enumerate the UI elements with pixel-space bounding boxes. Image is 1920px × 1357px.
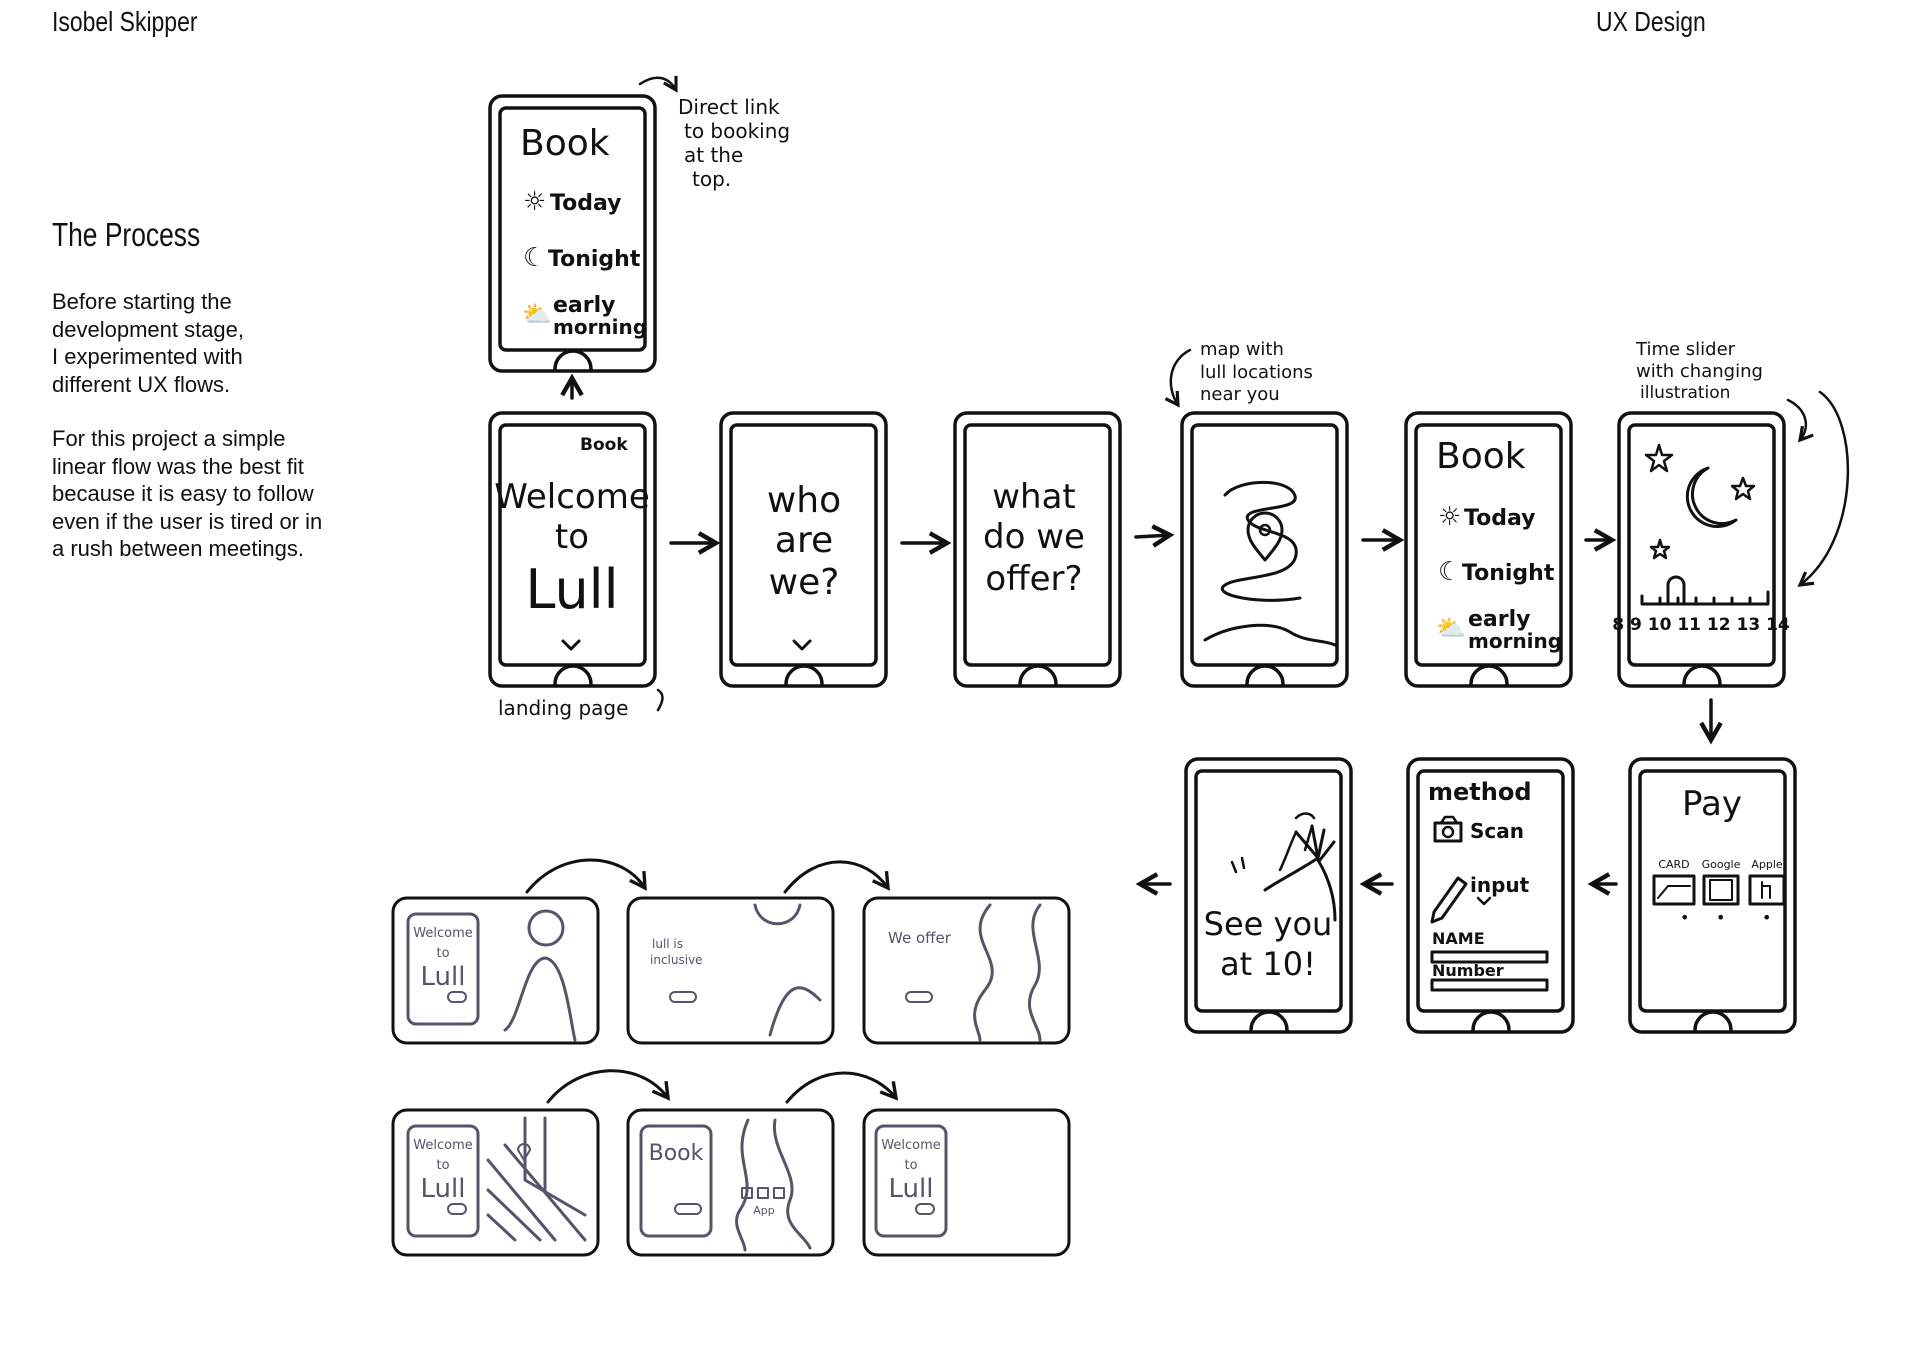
ls-a3-text: We offer	[888, 929, 952, 947]
dot-icon: •	[1716, 908, 1725, 927]
book-morning: morning	[1468, 629, 1562, 653]
pay-apple: Apple	[1751, 858, 1783, 871]
ls-b3-line-1: Welcome	[881, 1138, 940, 1153]
method-title: method	[1428, 778, 1532, 806]
sun-icon: ☼	[1438, 502, 1461, 532]
phone-time-slider	[1617, 411, 1786, 688]
moon-icon: ☾	[523, 243, 546, 273]
what-line-2: do we	[983, 517, 1085, 557]
who-line-3: we?	[769, 562, 840, 603]
what-line-1: what	[992, 477, 1076, 517]
ls-b1-line-2: to	[436, 1158, 449, 1173]
moon-icon: ☾	[1438, 557, 1461, 587]
dot-icon: •	[1680, 908, 1689, 927]
pay-title: Pay	[1682, 784, 1742, 824]
book-top-today: Today	[550, 191, 621, 216]
note-time-2: with changing	[1636, 361, 1763, 382]
book-top-title: Book	[520, 123, 610, 164]
note-direct-link-4: top.	[692, 167, 731, 191]
note-map-3: near you	[1200, 384, 1280, 405]
ls-b2-title: Book	[649, 1141, 704, 1166]
see-line-2: at 10!	[1220, 945, 1316, 983]
book-early: early	[1468, 607, 1531, 632]
see-line-1: See you	[1204, 905, 1333, 943]
note-direct-link-2: to booking	[684, 119, 790, 143]
cloud-sun-icon: ⛅	[522, 300, 552, 328]
author-name: Isobel Skipper	[52, 6, 198, 37]
ls-a1-line-3: Lull	[421, 962, 466, 992]
welcome-line-2: to	[555, 517, 589, 557]
ls-a1-line-1: Welcome	[413, 926, 472, 941]
phone-welcome	[488, 411, 657, 688]
time-ticks: 8 9 10 11 12 13 14	[1612, 615, 1790, 635]
ls-a2-line-2: inclusive	[650, 953, 703, 967]
ls-a2-line-1: lull is	[652, 937, 683, 951]
welcome-line-3: Lull	[525, 558, 618, 621]
process-paragraph-1: Before starting the development stage, I…	[52, 289, 245, 397]
note-map-1: map with	[1200, 339, 1284, 360]
note-time-3: illustration	[1640, 383, 1730, 403]
process-paragraph-2: For this project a simple linear flow wa…	[52, 426, 323, 561]
who-line-2: are	[775, 520, 833, 561]
book-today: Today	[1464, 506, 1535, 531]
landscape-sketches	[391, 858, 1071, 1257]
welcome-line-1: Welcome	[494, 477, 650, 517]
ls-a1-line-2: to	[436, 946, 449, 961]
welcome-book-link: Book	[580, 435, 628, 455]
book-top-morning: morning	[553, 315, 647, 339]
process-title: The Process	[52, 216, 201, 253]
note-time-1: Time slider	[1635, 339, 1736, 360]
cloud-sun-icon: ⛅	[1436, 614, 1466, 642]
pay-card: CARD	[1658, 858, 1689, 871]
ls-b3-line-2: to	[904, 1158, 917, 1173]
phone-book-top	[488, 94, 657, 373]
book-top-early: early	[553, 293, 616, 318]
book-title: Book	[1436, 436, 1526, 477]
phone-who	[719, 411, 888, 688]
sun-icon: ☼	[523, 187, 546, 217]
method-scan: Scan	[1470, 819, 1524, 843]
ls-b1-line-3: Lull	[421, 1174, 466, 1204]
book-tonight: Tonight	[1462, 561, 1555, 586]
note-direct-link-3: at the	[684, 143, 743, 167]
note-landing-page: landing page	[498, 696, 628, 720]
dot-icon: •	[1762, 908, 1771, 927]
ls-b1-line-1: Welcome	[413, 1138, 472, 1153]
phone-book	[1404, 411, 1573, 688]
flow-arrows	[560, 75, 1850, 896]
method-input: input	[1470, 873, 1530, 897]
method-number: Number	[1432, 961, 1504, 980]
who-line-1: who	[767, 480, 841, 521]
what-line-3: offer?	[985, 559, 1082, 599]
ls-b2-app: App	[753, 1204, 775, 1217]
book-top-tonight: Tonight	[548, 247, 641, 272]
phone-what	[953, 411, 1122, 688]
ls-b3-line-3: Lull	[889, 1174, 934, 1204]
phone-method	[1406, 757, 1575, 1034]
phone-map	[1180, 411, 1349, 688]
note-direct-link-1: Direct link	[678, 95, 780, 119]
section-label: UX Design	[1596, 6, 1706, 37]
method-name: NAME	[1432, 929, 1485, 948]
phone-see-you	[1184, 757, 1353, 1034]
note-map-2: lull locations	[1200, 362, 1313, 383]
pay-google: Google	[1702, 858, 1741, 871]
phone-pay	[1628, 757, 1797, 1034]
